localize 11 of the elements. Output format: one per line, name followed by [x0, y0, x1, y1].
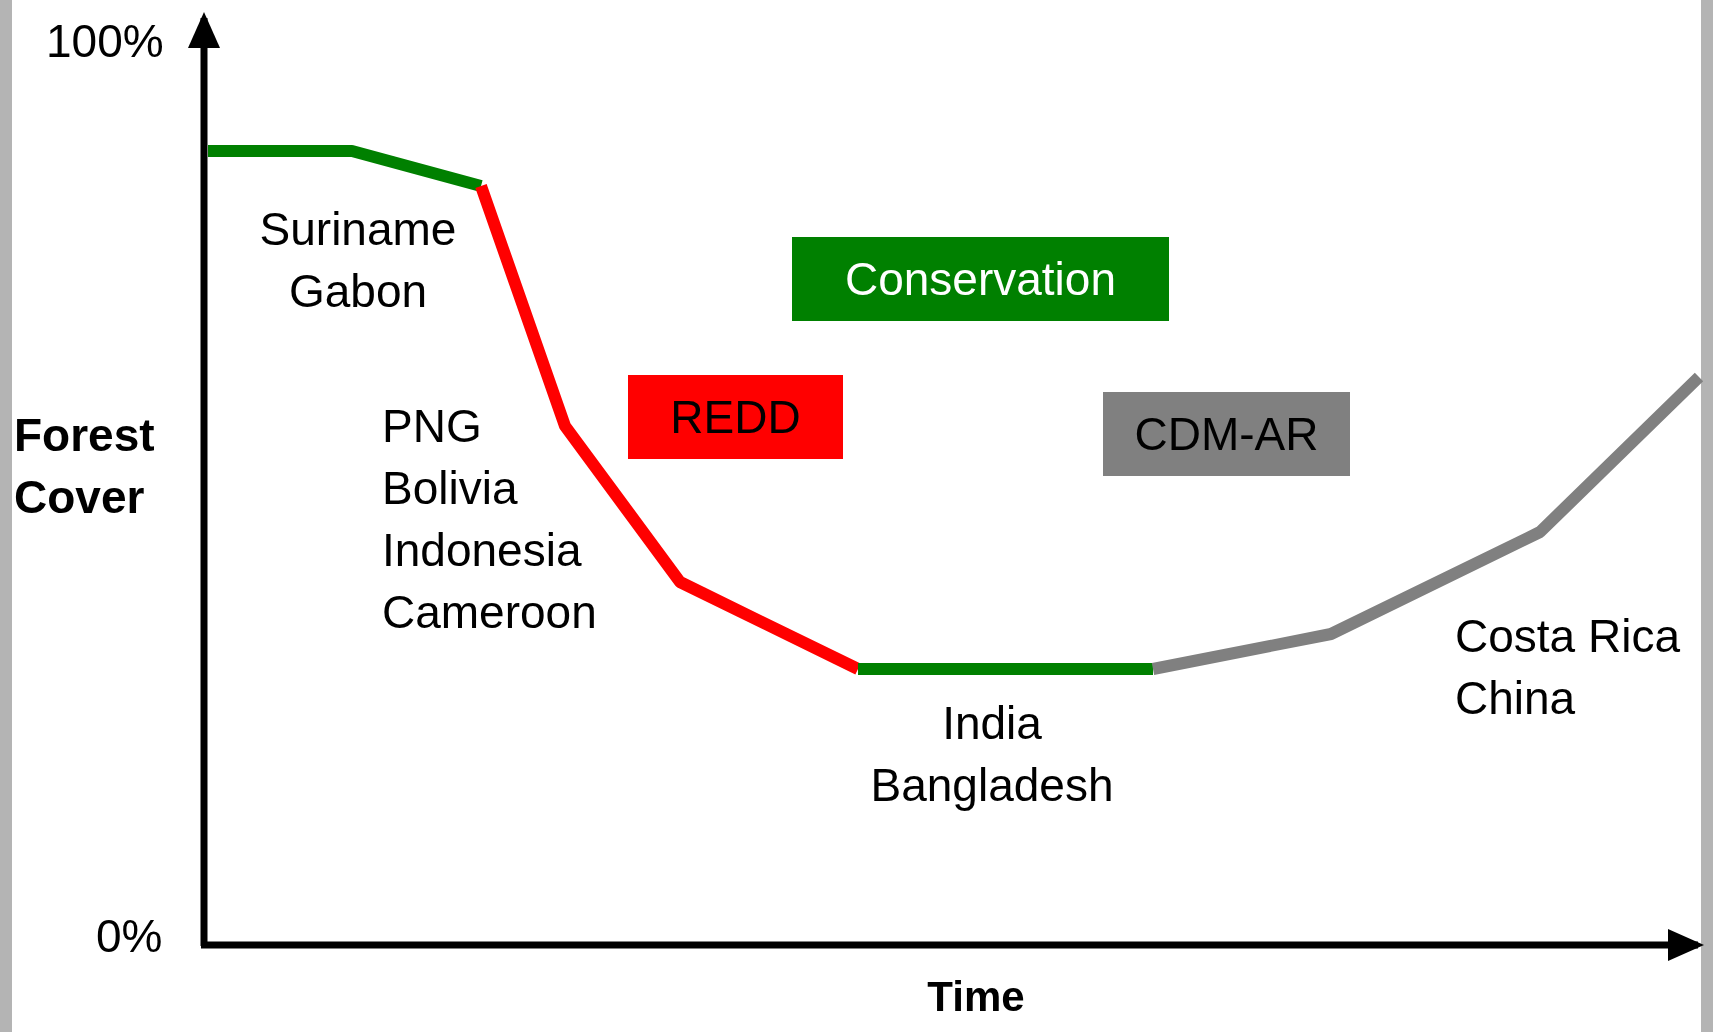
tick-label: 100%: [46, 14, 165, 69]
axis-label: Forest Cover: [14, 408, 156, 525]
country-list: PNG Bolivia Indonesia Cameroon: [382, 395, 622, 643]
category-label: CDM-AR: [1103, 392, 1350, 476]
axis-label: Time: [926, 972, 1026, 1022]
country-list: Costa Rica China: [1455, 605, 1695, 729]
category-label: REDD: [628, 375, 843, 459]
tick-label: 0%: [96, 909, 164, 964]
category-label: Conservation: [792, 237, 1169, 321]
country-list: Suriname Gabon: [248, 198, 468, 322]
country-list: India Bangladesh: [852, 692, 1132, 816]
